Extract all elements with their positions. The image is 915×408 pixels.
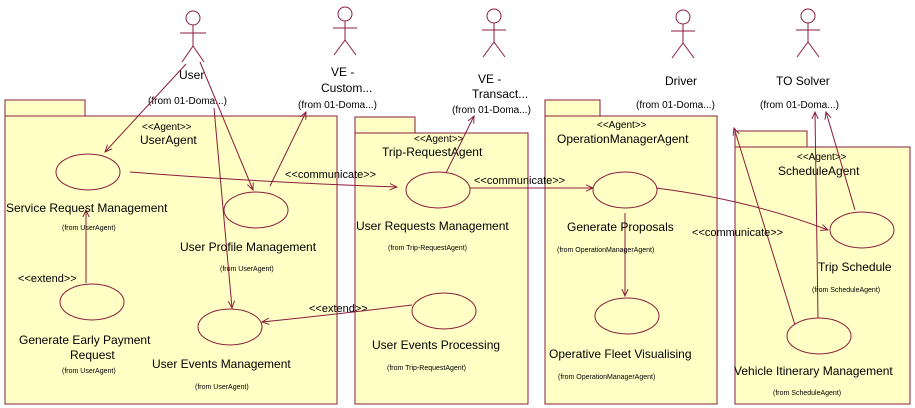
package-name: Trip-RequestAgent bbox=[382, 145, 483, 159]
actor-user[interactable]: User (from 01-Doma...) bbox=[148, 10, 227, 107]
use-case-name: User Events Processing bbox=[372, 338, 500, 352]
use-case-origin: (from UserAgent) bbox=[62, 368, 116, 375]
use-case-name: Service Request Management bbox=[6, 201, 168, 215]
use-case-origin: (from UserAgent) bbox=[62, 225, 116, 232]
extend-label: <<extend>> bbox=[309, 303, 368, 315]
use-case-name: Trip Schedule bbox=[818, 260, 892, 274]
association-itinerary-to-driver[interactable] bbox=[734, 128, 796, 326]
package-operation-manager-agent[interactable]: <<Agent>> OperationManagerAgent bbox=[544, 99, 718, 405]
use-case-generate-early-payment-request[interactable]: Generate Early Payment Request (from Use… bbox=[19, 283, 151, 375]
relations bbox=[86, 61, 856, 326]
package-schedule-agent[interactable]: <<Agent>> ScheduleAgent bbox=[734, 130, 911, 405]
use-case-trip-schedule[interactable]: Trip Schedule (from ScheduleAgent) bbox=[812, 211, 895, 294]
use-case-origin: (from UserAgent) bbox=[195, 384, 249, 391]
package-name: OperationManagerAgent bbox=[557, 132, 689, 146]
association-profile-ve-custom[interactable] bbox=[269, 112, 306, 187]
package-stereotype: <<Agent>> bbox=[797, 152, 847, 163]
use-case-user-requests-management[interactable]: User Requests Management (from Trip-Requ… bbox=[356, 171, 509, 252]
actor-name: TO Solver bbox=[776, 74, 830, 88]
actor-origin: (from 01-Doma...) bbox=[148, 96, 227, 107]
actor-to-solver[interactable]: TO Solver (from 01-Doma...) bbox=[760, 8, 839, 111]
actor-origin: (from 01-Doma...) bbox=[298, 100, 377, 111]
use-case-operative-fleet-visualising[interactable]: Operative Fleet Visualising (from Operat… bbox=[549, 297, 692, 381]
actor-icon bbox=[180, 10, 206, 63]
package-trip-request-agent[interactable]: <<Agent>> Trip-RequestAgent bbox=[354, 116, 529, 405]
use-case-generate-proposals[interactable]: Generate Proposals (from OperationManage… bbox=[557, 171, 674, 254]
package-stereotype: <<Agent>> bbox=[597, 120, 647, 131]
use-case-name-line1: Generate Early Payment bbox=[19, 333, 151, 347]
use-case-name: Vehicle Itinerary Management bbox=[734, 364, 893, 378]
use-case-user-events-management[interactable]: User Events Management (from UserAgent) bbox=[152, 308, 291, 391]
actor-name-line2: Transact... bbox=[472, 87, 528, 101]
use-case-origin: (from Trip-RequestAgent) bbox=[388, 245, 467, 252]
use-case-name: User Events Management bbox=[152, 357, 291, 371]
actor-driver[interactable]: Driver (from 01-Doma...) bbox=[636, 9, 715, 111]
use-case-name: User Profile Management bbox=[180, 240, 317, 254]
association-user-service-request[interactable] bbox=[105, 63, 187, 152]
association-itinerary-to-solver[interactable] bbox=[815, 112, 818, 319]
package-name: ScheduleAgent bbox=[778, 164, 860, 178]
actor-origin: (from 01-Doma...) bbox=[452, 105, 531, 116]
communicate-proposals-to-schedule[interactable] bbox=[655, 187, 828, 230]
package-name: UserAgent bbox=[140, 133, 197, 147]
use-case-service-request-management[interactable]: Service Request Management (from UserAge… bbox=[6, 153, 168, 232]
communicate-label: <<communicate>> bbox=[692, 227, 783, 239]
communicate-label: <<communicate>> bbox=[285, 169, 376, 181]
association-user-events[interactable] bbox=[213, 107, 232, 308]
actor-icon bbox=[482, 8, 506, 58]
extend-events-processing[interactable] bbox=[262, 304, 413, 322]
use-case-origin: (from ScheduleAgent) bbox=[812, 287, 880, 294]
actor-icon bbox=[796, 8, 820, 58]
package-stereotype: <<Agent>> bbox=[142, 122, 192, 133]
use-case-user-events-processing[interactable]: User Events Processing (from Trip-Reques… bbox=[372, 292, 500, 372]
association-requests-ve-transact[interactable] bbox=[444, 116, 474, 176]
actor-name-line2: Custom... bbox=[321, 81, 372, 95]
use-case-origin: (from OperationManagerAgent) bbox=[557, 247, 654, 254]
actor-name-line1: VE - bbox=[331, 65, 354, 79]
actor-name: User bbox=[179, 68, 204, 82]
actor-origin: (from 01-Doma...) bbox=[760, 100, 839, 111]
actor-ve-custom[interactable]: VE - Custom... (from 01-Doma...) bbox=[298, 6, 377, 111]
package-stereotype: <<Agent>> bbox=[414, 134, 464, 145]
use-case-user-profile-management[interactable]: User Profile Management (from UserAgent) bbox=[180, 191, 317, 273]
use-case-vehicle-itinerary-management[interactable]: Vehicle Itinerary Management (from Sched… bbox=[734, 317, 893, 397]
use-case-origin: (from OperationManagerAgent) bbox=[558, 374, 655, 381]
actor-icon bbox=[671, 9, 695, 59]
use-case-origin: (from UserAgent) bbox=[220, 266, 274, 273]
communicate-service-to-requests[interactable] bbox=[129, 171, 397, 187]
extend-label: <<extend>> bbox=[18, 273, 77, 285]
communicate-label: <<communicate>> bbox=[474, 175, 565, 187]
actor-origin: (from 01-Doma...) bbox=[636, 100, 715, 111]
association-schedule-to-solver[interactable] bbox=[826, 112, 856, 211]
actor-ve-transact[interactable]: VE - Transact... (from 01-Doma...) bbox=[452, 8, 531, 116]
actor-icon bbox=[333, 6, 357, 56]
use-case-origin: (from ScheduleAgent) bbox=[773, 390, 841, 397]
actor-name-line1: VE - bbox=[478, 72, 501, 86]
association-user-profile[interactable] bbox=[199, 61, 253, 190]
use-case-origin: (from Trip-RequestAgent) bbox=[387, 365, 466, 372]
use-case-name: Operative Fleet Visualising bbox=[549, 347, 692, 361]
use-case-name: Generate Proposals bbox=[567, 220, 674, 234]
use-case-name: User Requests Management bbox=[356, 219, 509, 233]
actor-name: Driver bbox=[665, 74, 697, 88]
use-case-name-line2: Request bbox=[70, 348, 115, 362]
